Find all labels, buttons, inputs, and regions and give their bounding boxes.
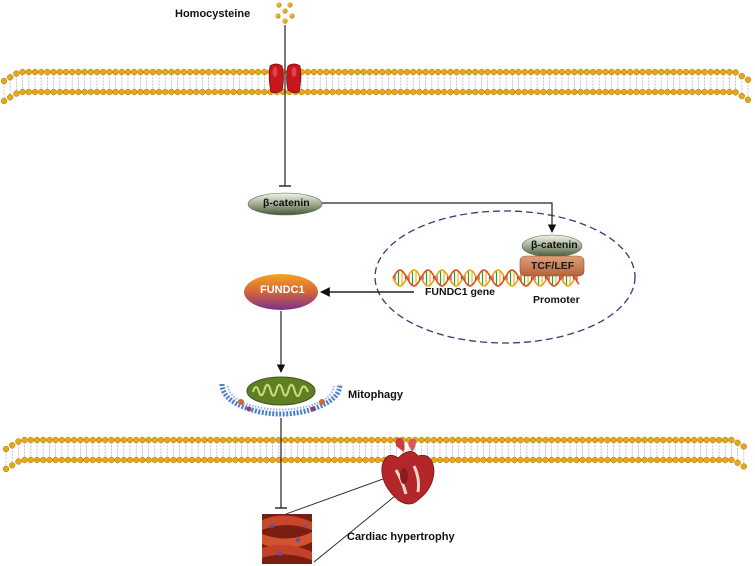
homocysteine-label: Homocysteine: [175, 8, 251, 20]
translocation-arrow: [322, 202, 557, 233]
fundc1-protein: [244, 274, 318, 310]
cell-membrane-top: [0, 68, 752, 105]
nucleus-boundary: [374, 210, 636, 344]
dna-helix-icon: [392, 269, 580, 287]
cardiac-hypertrophy-label: Cardiac hypertrophy: [347, 531, 455, 543]
mitochondrion-icon: [219, 376, 343, 417]
beta-catenin-cytoplasm: [247, 192, 323, 216]
molecule-dots-icon: [275, 2, 295, 24]
cardiac-muscle-icon: [262, 514, 312, 564]
fundc1-gene-label: FUNDC1 gene: [425, 286, 496, 298]
promoter-label: Promoter: [533, 294, 580, 306]
zoom-line-lower: [313, 491, 401, 563]
beta-catenin-cytoplasm-label: β-catenin: [263, 197, 310, 209]
membrane-channel-icon: [268, 63, 302, 94]
tcf-lef-label: TCF/LEF: [531, 260, 575, 272]
mitophagy-label: Mitophagy: [348, 389, 403, 401]
tcf-lef-box: [519, 255, 585, 277]
fundc1-protein-label: FUNDC1: [260, 284, 305, 296]
beta-catenin-nucleus-label: β-catenin: [531, 239, 578, 251]
zoom-line-upper: [285, 478, 384, 515]
heart-icon: [381, 437, 435, 505]
cell-membrane-bottom: [2, 436, 747, 473]
